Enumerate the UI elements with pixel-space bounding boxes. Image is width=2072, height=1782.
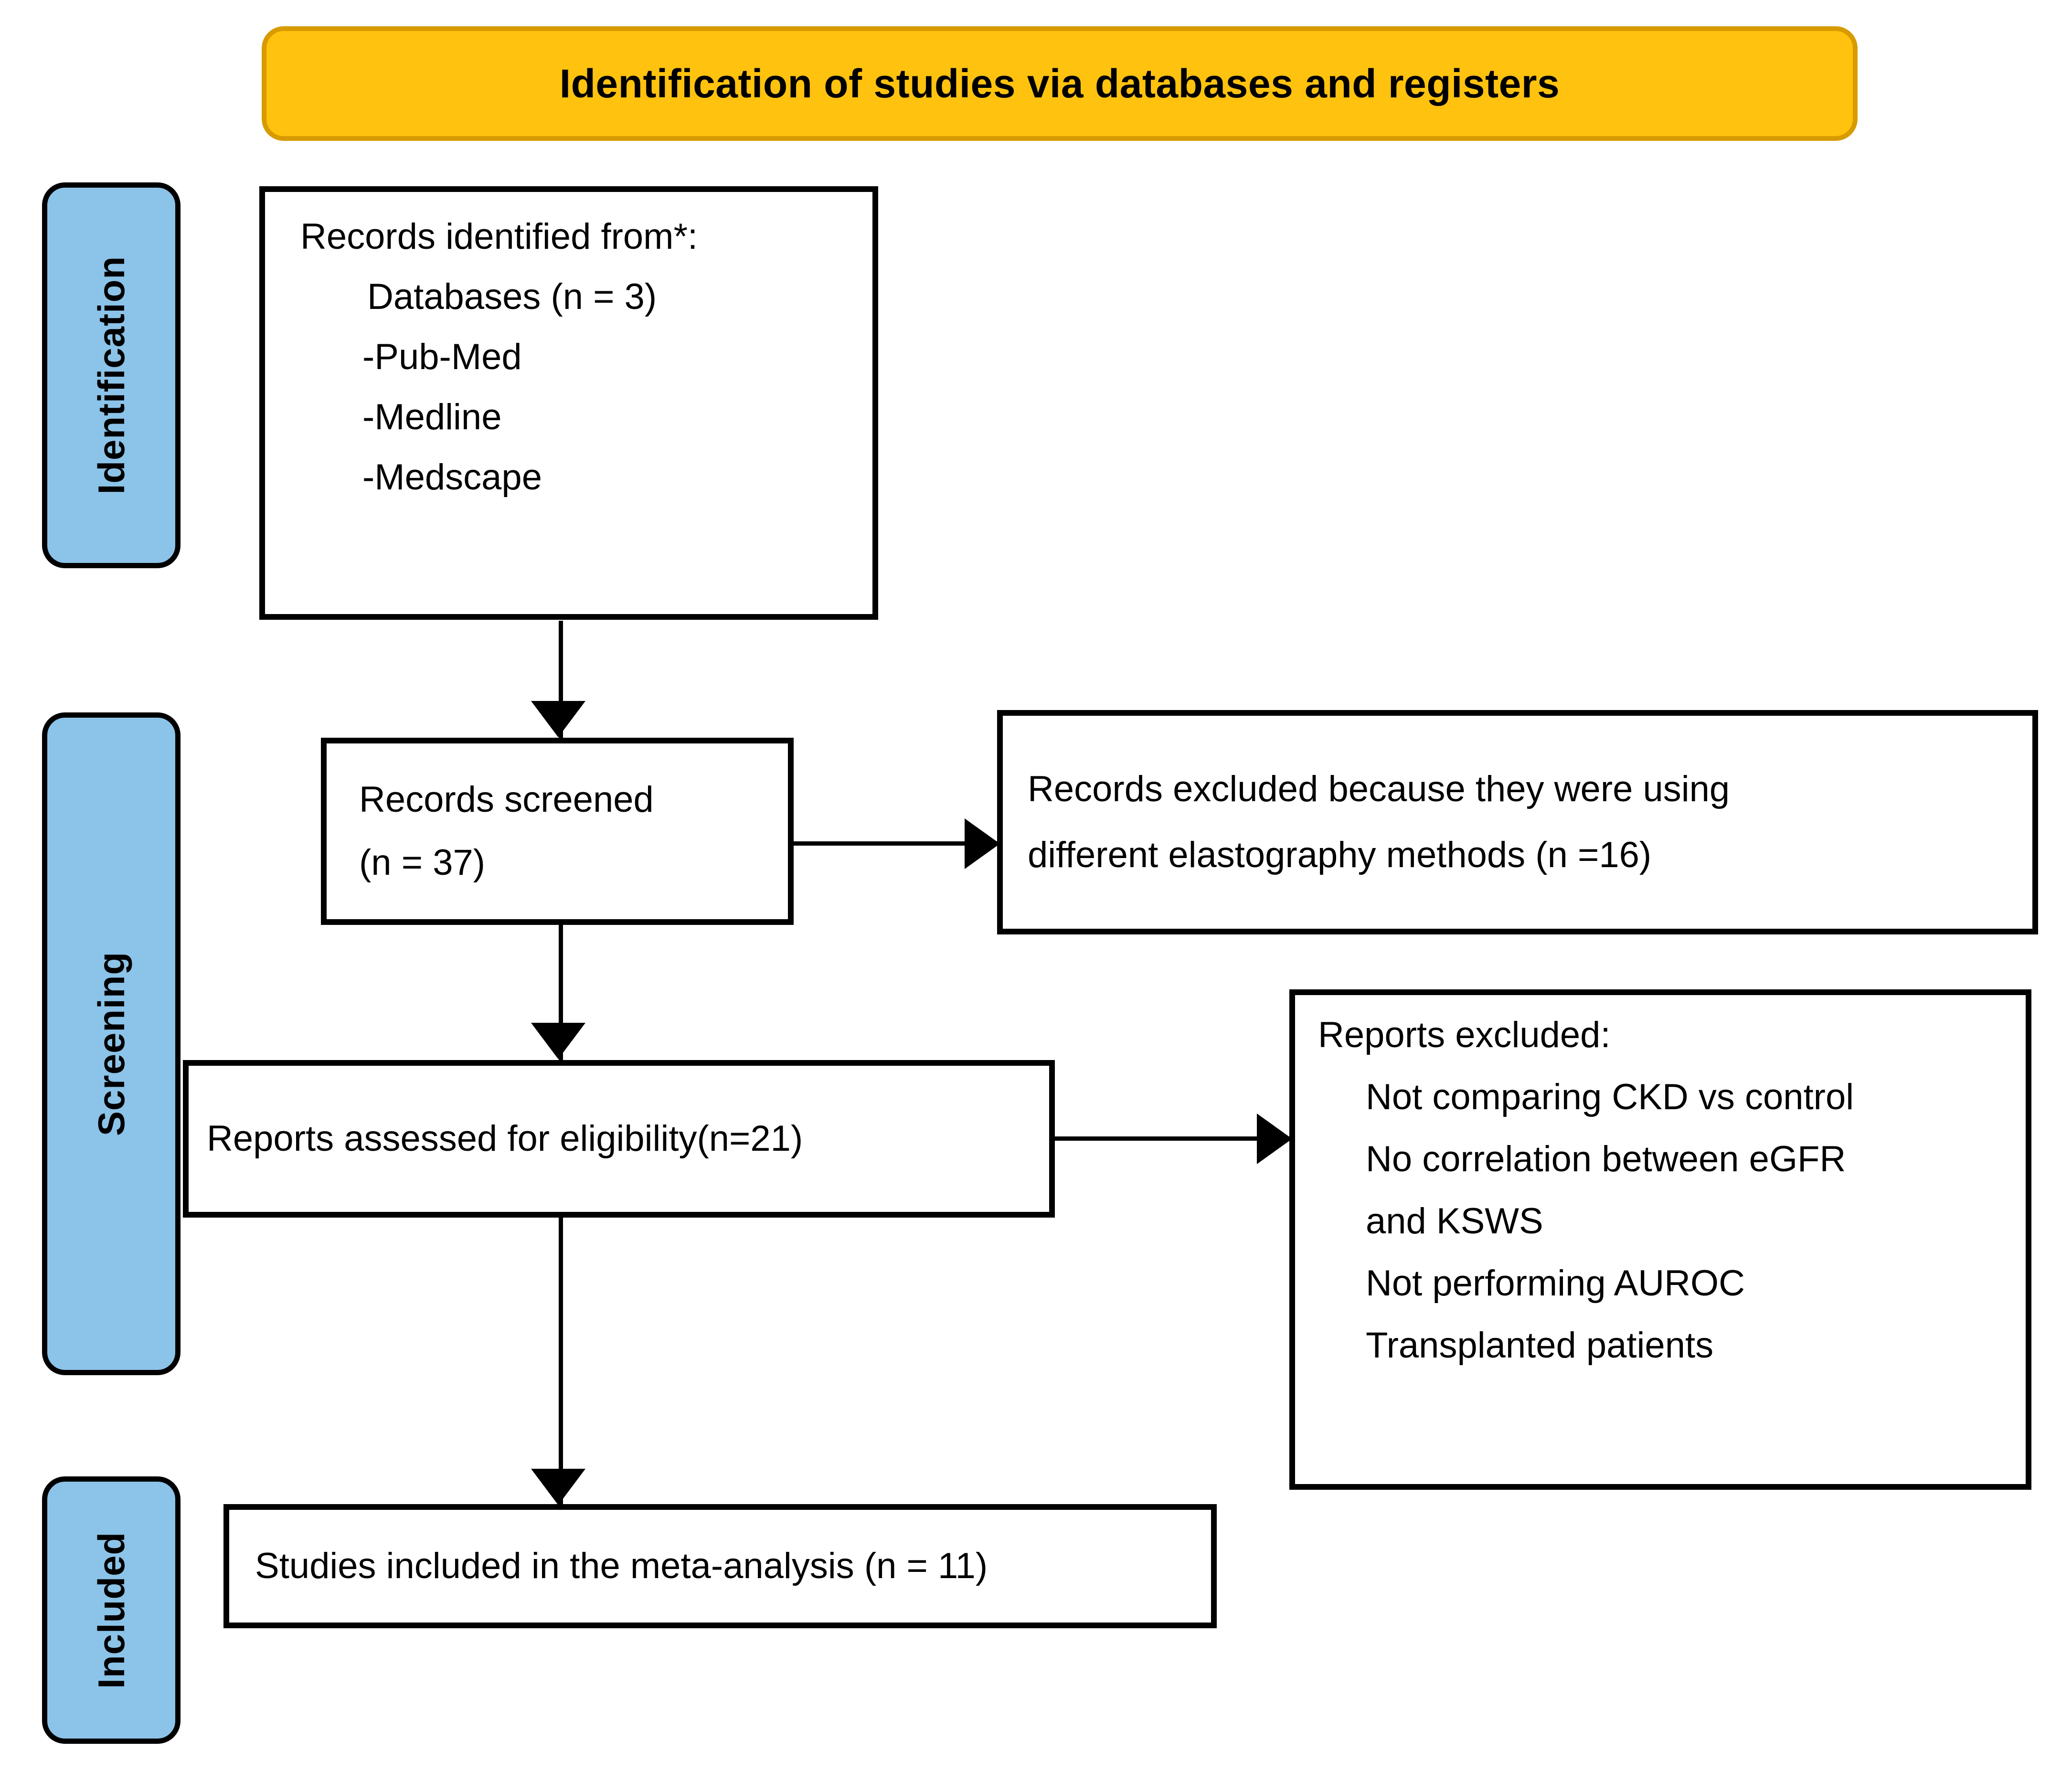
records-screened-count: (n = 37) xyxy=(359,842,486,883)
records-screened-label: Records screened xyxy=(359,779,654,820)
stage-label-included: Included xyxy=(90,1531,132,1689)
stage-tab-included: Included xyxy=(42,1476,181,1744)
box-reports-excluded: Reports excluded: Not comparing CKD vs c… xyxy=(1289,989,2031,1490)
connector-eligibility-to-included xyxy=(559,1215,563,1530)
arrow-down-icon xyxy=(531,1023,585,1059)
reports-excluded-reason-3: Not performing AUROC xyxy=(1366,1263,1745,1304)
records-identified-source-3: -Medscape xyxy=(362,457,542,498)
box-reports-assessed-eligibility: Reports assessed for eligibility(n=21) xyxy=(183,1060,1055,1218)
records-excluded-line-2: different elastography methods (n =16) xyxy=(1028,835,1652,875)
reports-excluded-reason-2-continued: and KSWS xyxy=(1366,1201,1543,1241)
connector-screened-to-excluded xyxy=(794,841,1004,846)
stage-tab-screening: Screening xyxy=(42,712,181,1375)
reports-excluded-reason-4: Transplanted patients xyxy=(1366,1325,1714,1366)
reports-excluded-reason-1: Not comparing CKD vs control xyxy=(1366,1077,1854,1117)
connector-screened-to-eligibility xyxy=(559,922,563,1093)
arrow-right-icon xyxy=(965,818,1000,869)
studies-included-label: Studies included in the meta-analysis (n… xyxy=(255,1546,988,1586)
eligibility-label: Reports assessed for eligibility(n=21) xyxy=(207,1118,803,1159)
diagram-header-banner: Identification of studies via databases … xyxy=(262,26,1858,141)
connector-eligibility-to-reports-excluded xyxy=(1053,1136,1294,1141)
records-identified-source-1: -Pub-Med xyxy=(362,337,522,377)
stage-label-identification: Identification xyxy=(90,256,132,495)
records-identified-heading: Records identified from*: xyxy=(300,216,698,257)
reports-excluded-reason-2: No correlation between eGFR xyxy=(1366,1139,1846,1179)
stage-tab-identification: Identification xyxy=(42,182,181,568)
box-records-identified: Records identified from*: Databases (n =… xyxy=(259,186,878,620)
box-records-excluded: Records excluded because they were using… xyxy=(997,710,2038,934)
reports-excluded-heading: Reports excluded: xyxy=(1318,1015,1611,1055)
box-records-screened: Records screened (n = 37) xyxy=(321,738,794,925)
arrow-right-icon xyxy=(1257,1114,1292,1164)
connector-identified-to-screened xyxy=(559,621,563,741)
records-excluded-line-1: Records excluded because they were using xyxy=(1028,769,1730,809)
box-studies-included: Studies included in the meta-analysis (n… xyxy=(223,1504,1217,1628)
arrow-down-icon xyxy=(531,701,585,737)
records-identified-databases: Databases (n = 3) xyxy=(367,276,657,317)
stage-label-screening: Screening xyxy=(90,951,132,1136)
arrow-down-icon xyxy=(531,1469,585,1505)
diagram-title: Identification of studies via databases … xyxy=(559,61,1560,106)
records-identified-source-2: -Medline xyxy=(362,397,502,437)
